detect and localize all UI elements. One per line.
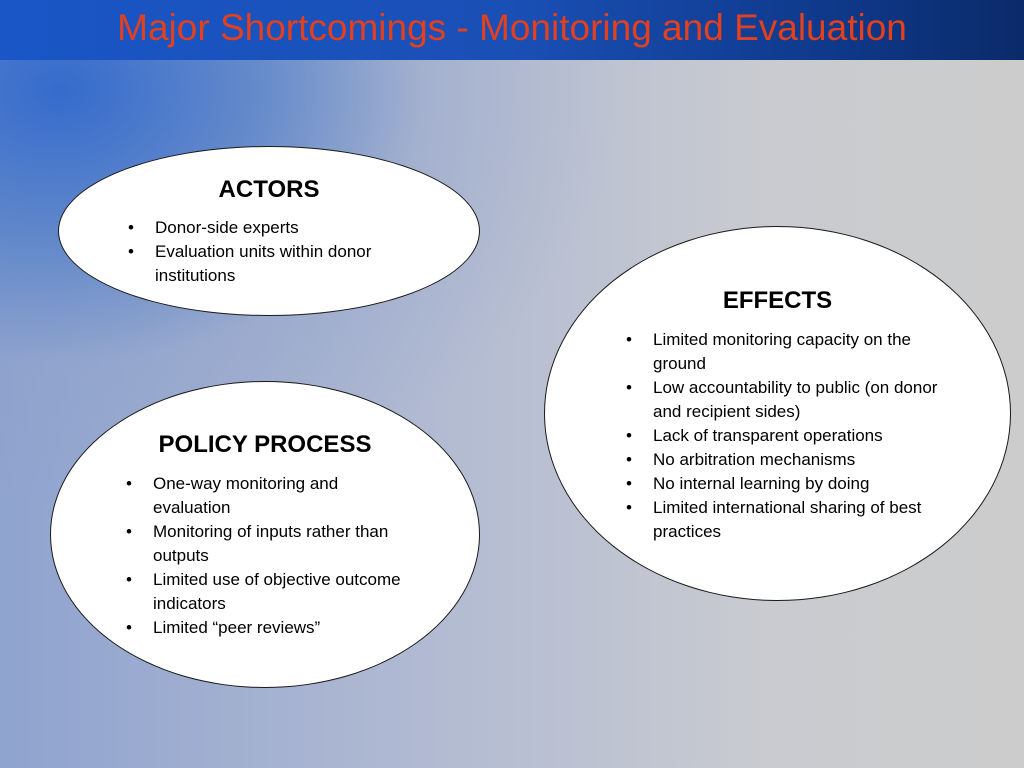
bullet-icon: • <box>626 474 632 493</box>
actors-item-text: Donor-side experts <box>155 218 299 237</box>
effects-item-text: No internal learning by doing <box>653 474 870 493</box>
bullet-icon: • <box>126 522 132 541</box>
policy-item-text: Limited use of objective outcome indicat… <box>153 570 401 613</box>
policy-item-text: One-way monitoring and evaluation <box>153 474 339 517</box>
list-item: • Monitoring of inputs rather than output… <box>126 520 406 568</box>
bullet-icon: • <box>126 474 132 493</box>
bullet-icon: • <box>126 570 132 589</box>
list-item: • One-way monitoring and evaluation <box>126 472 406 520</box>
bullet-icon: • <box>626 378 632 397</box>
bullet-icon: • <box>626 426 632 445</box>
list-item: • Limited “peer reviews” <box>126 616 406 640</box>
policy-item-text: Limited “peer reviews” <box>153 618 321 637</box>
bullet-icon: • <box>128 242 134 261</box>
effects-heading: EFFECTS <box>722 287 833 314</box>
bullet-icon: • <box>626 330 632 349</box>
list-item: • Evaluation units within donor instituti… <box>128 240 428 288</box>
actors-heading: ACTORS <box>218 176 320 203</box>
list-item: • Low accountability to public (on donor … <box>626 376 946 424</box>
effects-item-text: No arbitration mechanisms <box>653 450 856 469</box>
title-bar: Major Shortcomings - Monitoring and Eval… <box>0 0 1024 60</box>
list-item: • No internal learning by doing <box>626 472 946 496</box>
policy-process-heading: POLICY PROCESS <box>158 431 372 458</box>
list-item: • No arbitration mechanisms <box>626 448 946 472</box>
policy-process-list: • One-way monitoring and evaluation • Moni… <box>126 472 406 640</box>
effects-list: • Limited monitoring capacity on the grou… <box>626 328 946 544</box>
list-item: • Limited monitoring capacity on the grou… <box>626 328 946 376</box>
policy-process-ellipse <box>50 381 480 688</box>
bullet-icon: • <box>626 450 632 469</box>
effects-item-text: Lack of transparent operations <box>653 426 883 445</box>
actors-ellipse <box>58 146 480 316</box>
bullet-icon: • <box>626 498 632 517</box>
list-item: • Limited international sharing of best p… <box>626 496 946 544</box>
list-item: • Lack of transparent operations <box>626 424 946 448</box>
effects-item-text: Limited international sharing of best pr… <box>653 498 922 541</box>
bullet-icon: • <box>126 618 132 637</box>
slide-title: Major Shortcomings - Monitoring and Eval… <box>117 7 907 48</box>
policy-item-text: Monitoring of inputs rather than outputs <box>153 522 389 565</box>
effects-item-text: Low accountability to public (on donor a… <box>653 378 938 421</box>
actors-list: • Donor-side experts • Evaluation units wi… <box>128 216 428 288</box>
bullet-icon: • <box>128 218 134 237</box>
effects-ellipse <box>544 226 1011 601</box>
effects-item-text: Limited monitoring capacity on the groun… <box>653 330 911 373</box>
actors-item-text: Evaluation units within donor institutio… <box>155 242 372 285</box>
list-item: • Limited use of objective outcome indica… <box>126 568 406 616</box>
list-item: • Donor-side experts <box>128 216 428 240</box>
